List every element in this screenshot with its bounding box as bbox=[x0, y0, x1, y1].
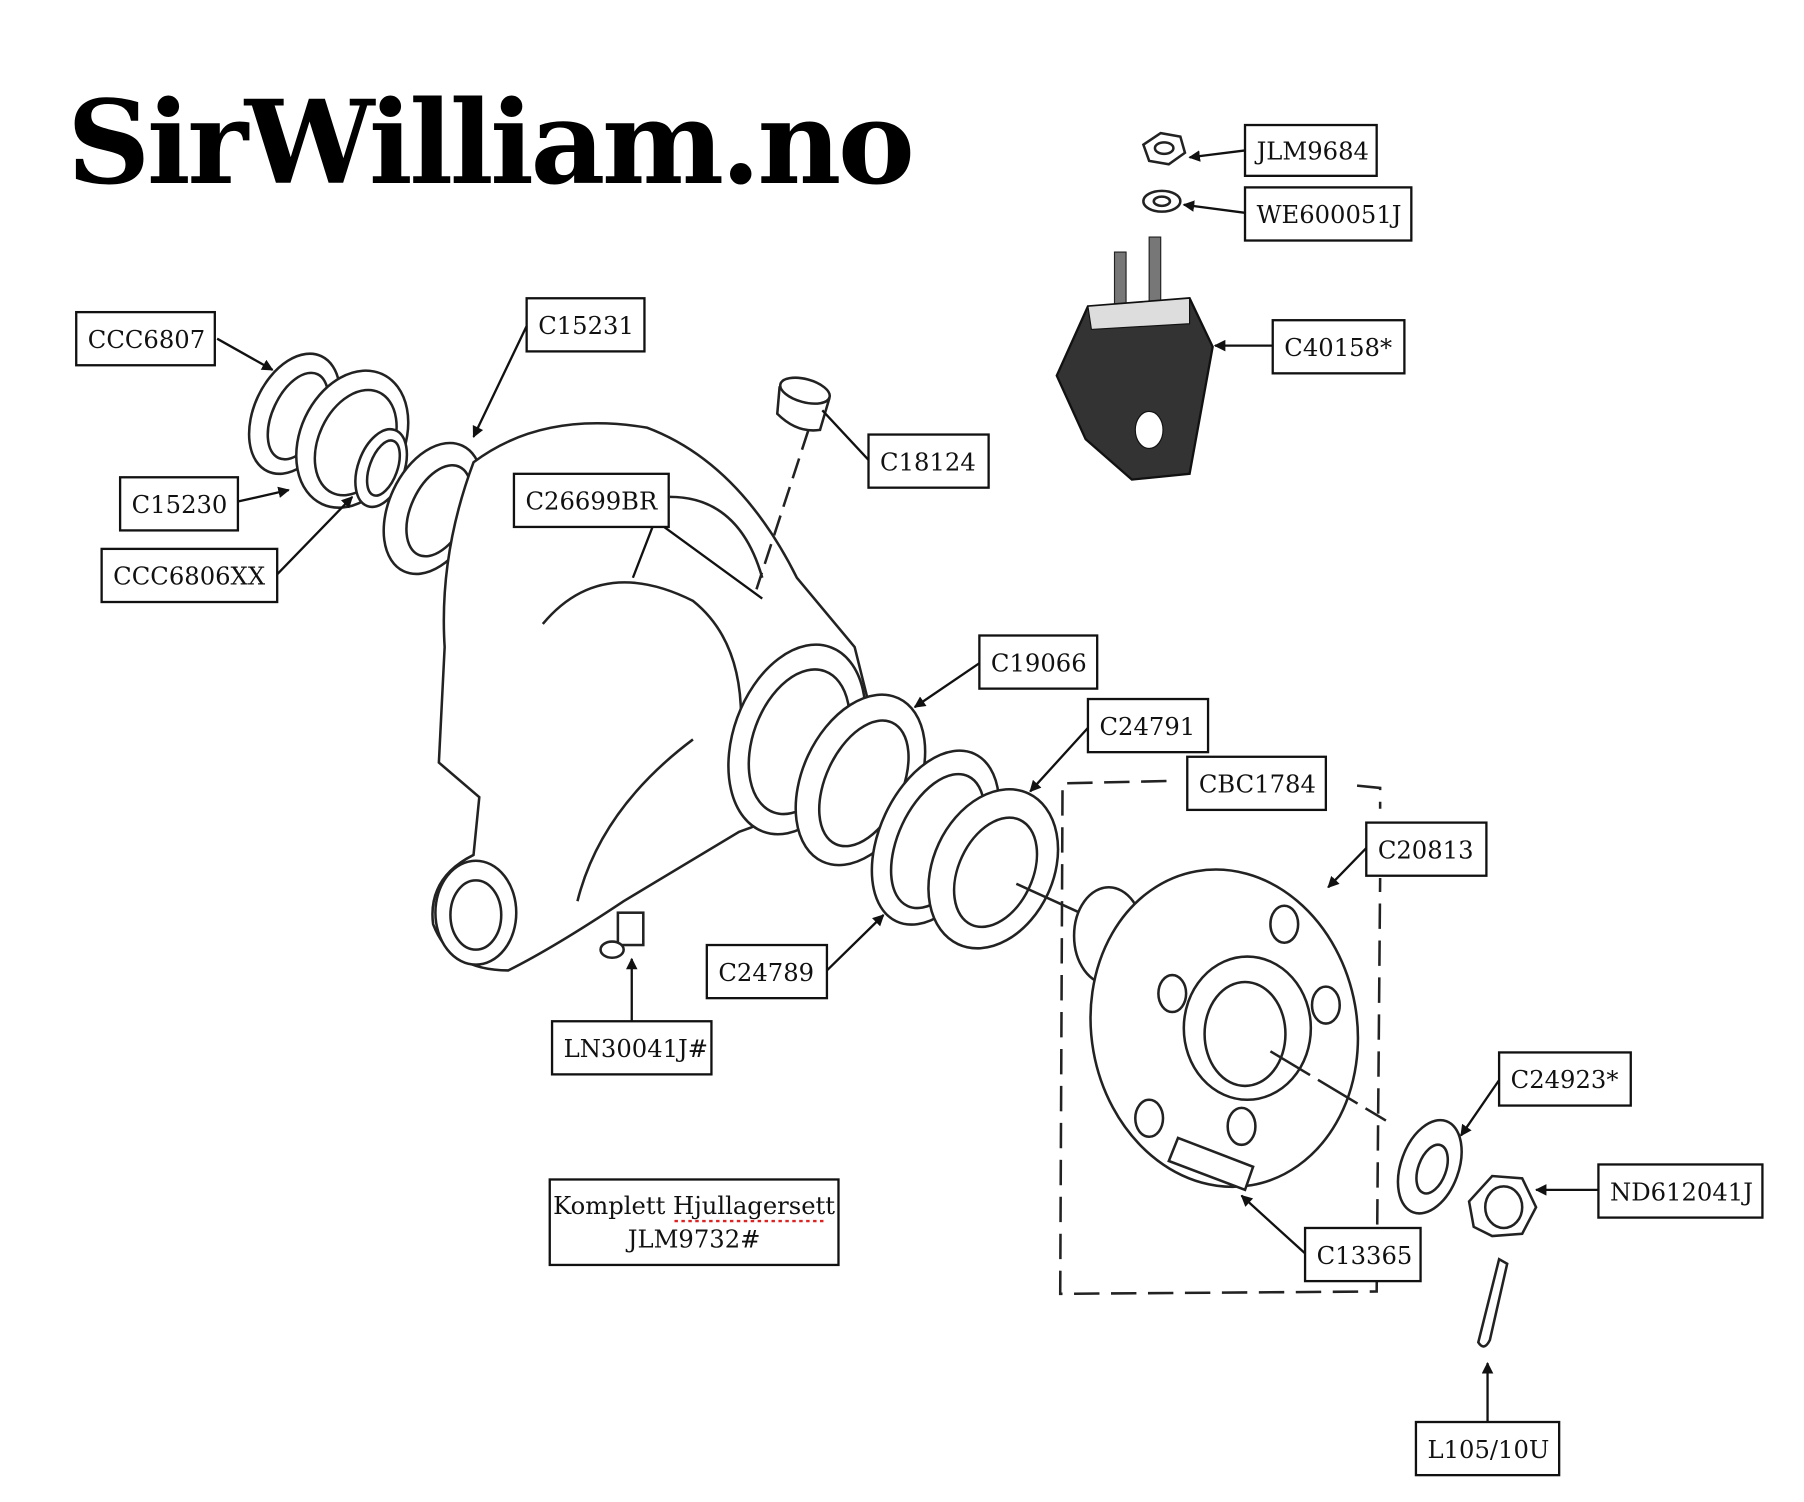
part-label-CCC6806XX[interactable]: CCC6806XX bbox=[100, 547, 279, 604]
part-number: C15230 bbox=[132, 490, 228, 519]
part-label-C18124[interactable]: C18124 bbox=[867, 433, 990, 489]
part-number: JLM9684 bbox=[1254, 137, 1369, 166]
kit-label[interactable]: Komplett Hjullagersett JLM9732# bbox=[548, 1178, 840, 1267]
grease-nipple-icon bbox=[599, 911, 645, 960]
part-number: C24791 bbox=[1099, 712, 1195, 741]
grease-cap-icon bbox=[775, 376, 831, 432]
part-label-L105-10U[interactable]: L105/10U bbox=[1414, 1420, 1561, 1477]
part-number: CCC6807 bbox=[88, 325, 205, 354]
part-number: C24923* bbox=[1511, 1065, 1619, 1094]
part-label-C20813[interactable]: C20813 bbox=[1365, 821, 1488, 877]
part-number: C19066 bbox=[991, 648, 1087, 677]
washer-icon bbox=[1142, 189, 1182, 213]
bracket-icon bbox=[1055, 236, 1214, 481]
part-label-JLM9684[interactable]: JLM9684 bbox=[1243, 123, 1378, 177]
part-label-WE600051J[interactable]: WE600051J bbox=[1243, 186, 1413, 242]
kit-title: Komplett Hjullagersett bbox=[553, 1191, 835, 1220]
part-label-C40158[interactable]: C40158* bbox=[1271, 319, 1406, 375]
part-label-C13365[interactable]: C13365 bbox=[1303, 1226, 1422, 1283]
part-number: LN30041J# bbox=[564, 1034, 709, 1063]
part-number: C15231 bbox=[538, 311, 634, 340]
part-label-CCC6807[interactable]: CCC6807 bbox=[75, 310, 216, 367]
part-label-C19066[interactable]: C19066 bbox=[978, 634, 1099, 690]
part-number: C40158* bbox=[1284, 333, 1392, 362]
part-number: WE600051J bbox=[1257, 200, 1402, 229]
part-label-ND612041J[interactable]: ND612041J bbox=[1597, 1163, 1764, 1219]
thrust-washer-icon bbox=[1396, 1118, 1463, 1215]
part-number: C24789 bbox=[718, 958, 814, 987]
part-label-C24791[interactable]: C24791 bbox=[1086, 697, 1210, 754]
part-label-C24789[interactable]: C24789 bbox=[705, 943, 829, 1000]
castle-nut-icon bbox=[1467, 1174, 1538, 1238]
nut-icon bbox=[1141, 131, 1187, 166]
outer-seal-icon bbox=[927, 788, 1060, 950]
part-number: C18124 bbox=[880, 447, 976, 476]
part-number: L105/10U bbox=[1427, 1435, 1549, 1464]
part-drawings bbox=[247, 131, 1538, 1348]
part-label-C26699BR[interactable]: C26699BR bbox=[512, 472, 670, 529]
part-number: C13365 bbox=[1317, 1241, 1413, 1270]
part-label-CBC1784[interactable]: CBC1784 bbox=[1186, 755, 1328, 812]
part-number: ND612041J bbox=[1610, 1177, 1753, 1206]
part-number: CBC1784 bbox=[1199, 770, 1316, 799]
split-pin-icon bbox=[1476, 1257, 1509, 1348]
part-label-C15230[interactable]: C15230 bbox=[118, 476, 240, 532]
part-number: C26699BR bbox=[525, 487, 658, 516]
site-logo: SirWilliam.no bbox=[67, 76, 911, 211]
wheel-stud-icon bbox=[1167, 1136, 1255, 1192]
part-number: C20813 bbox=[1378, 835, 1474, 864]
part-label-C24923[interactable]: C24923* bbox=[1497, 1051, 1632, 1107]
kit-part-number: JLM9732# bbox=[625, 1225, 761, 1254]
part-number: CCC6806XX bbox=[113, 562, 266, 591]
part-label-C15231[interactable]: C15231 bbox=[525, 297, 646, 353]
part-label-LN30041J[interactable]: LN30041J# bbox=[550, 1020, 713, 1076]
drive-hub-icon bbox=[1072, 868, 1360, 1189]
